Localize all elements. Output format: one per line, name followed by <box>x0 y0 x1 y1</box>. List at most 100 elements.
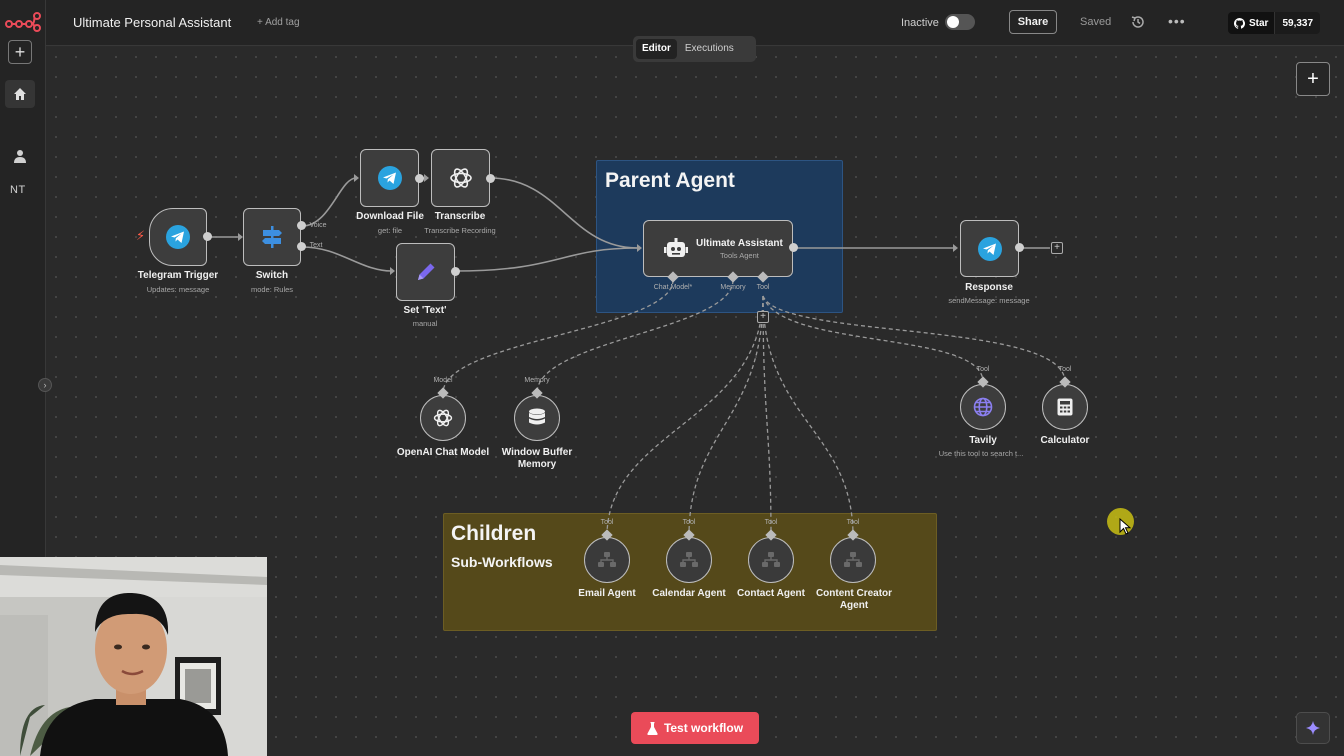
view-tabs: Editor Executions <box>633 36 756 62</box>
label-line: Content Creator <box>815 588 893 599</box>
expand-sidebar-chevron-icon[interactable]: › <box>38 378 52 392</box>
tab-editor[interactable]: Editor <box>636 39 677 59</box>
node-label: Ultimate Assistant <box>696 237 783 249</box>
port-label-memory: Memory <box>524 377 550 384</box>
telegram-icon <box>166 225 190 249</box>
workflow-title[interactable]: Ultimate Personal Assistant <box>73 15 232 30</box>
port-label-tool: Tool <box>976 366 990 373</box>
n8n-logo[interactable] <box>4 10 42 32</box>
switch-icon <box>262 226 282 248</box>
add-workflow-button[interactable]: + <box>8 40 32 64</box>
download-file-node[interactable] <box>360 149 419 207</box>
port-label-memory: Memory <box>720 284 746 291</box>
webcam-overlay <box>0 557 267 756</box>
telegram-trigger-node[interactable] <box>149 208 207 266</box>
switch-output-text: Text <box>309 242 323 249</box>
output-handle-voice[interactable] <box>297 221 306 230</box>
output-handle[interactable] <box>486 174 495 183</box>
history-icon[interactable] <box>1130 14 1146 30</box>
set-text-node[interactable] <box>396 243 455 301</box>
content-creator-agent-node[interactable] <box>830 537 876 583</box>
label-line: Memory <box>517 459 557 470</box>
port-label-chat-model: Chat Model* <box>653 284 693 291</box>
node-sublabel: get: file <box>377 226 403 235</box>
mouse-cursor-icon <box>1119 518 1131 535</box>
trigger-bolt-icon: ⚡ <box>136 228 146 243</box>
workflow-icon <box>680 552 698 567</box>
node-label: Set 'Text' <box>403 305 447 316</box>
switch-node[interactable] <box>243 208 301 266</box>
transcribe-node[interactable] <box>431 149 490 207</box>
node-label: Email Agent <box>578 588 636 599</box>
node-sublabel: sendMessage: message <box>948 296 1030 305</box>
sticky-subtitle-children: Sub-Workflows <box>451 554 553 570</box>
globe-icon <box>973 397 993 417</box>
workflow-icon <box>762 552 780 567</box>
node-label: OpenAI Chat Model <box>396 447 490 458</box>
window-buffer-memory-node[interactable] <box>514 395 560 441</box>
email-agent-node[interactable] <box>584 537 630 583</box>
saved-status: Saved <box>1080 16 1112 28</box>
output-handle-text[interactable] <box>297 242 306 251</box>
openai-chat-model-node[interactable] <box>420 395 466 441</box>
active-toggle[interactable] <box>945 14 975 30</box>
response-node[interactable] <box>960 220 1019 277</box>
user-initials[interactable]: NT <box>10 184 26 196</box>
calendar-agent-node[interactable] <box>666 537 712 583</box>
port-label-tool: Tool <box>764 519 778 526</box>
ultimate-assistant-node[interactable]: Ultimate Assistant Tools Agent <box>643 220 793 277</box>
output-handle[interactable] <box>789 243 798 252</box>
tab-executions[interactable]: Executions <box>684 43 734 54</box>
github-star-label: Star <box>1249 17 1269 29</box>
more-options-icon[interactable]: ••• <box>1168 13 1186 29</box>
test-workflow-button[interactable]: Test workflow <box>631 712 759 744</box>
telegram-icon <box>977 236 1002 261</box>
openai-icon <box>433 409 453 427</box>
node-label: Response <box>965 282 1013 293</box>
node-sublabel: Updates: message <box>146 285 210 294</box>
node-sublabel: Tools Agent <box>720 250 759 260</box>
robot-icon <box>664 237 688 257</box>
test-workflow-label: Test workflow <box>663 721 744 735</box>
github-star-button[interactable]: Star 59,337 <box>1228 12 1321 34</box>
add-next-node-plus-icon[interactable]: + <box>1051 242 1063 254</box>
node-label: Content Creator Agent <box>816 588 892 612</box>
port-label-tool: Tool <box>1058 366 1072 373</box>
node-label: Telegram Trigger <box>137 270 219 281</box>
node-sublabel: Transcribe Recording <box>424 226 496 235</box>
database-icon <box>529 408 545 425</box>
github-star-count: 59,337 <box>1274 12 1321 34</box>
calculator-node[interactable] <box>1042 384 1088 430</box>
node-sublabel: manual <box>412 319 438 328</box>
node-label: Calculator <box>1040 435 1090 446</box>
port-label-model: Model <box>433 377 453 384</box>
telegram-icon <box>377 166 402 190</box>
contact-agent-node[interactable] <box>748 537 794 583</box>
ai-assistant-sparkle-icon[interactable] <box>1296 712 1330 744</box>
node-label: Tavily <box>969 435 997 446</box>
output-handle[interactable] <box>451 267 460 276</box>
port-label-tool: Tool <box>756 284 770 291</box>
calculator-icon <box>1057 398 1073 416</box>
openai-icon <box>449 168 472 188</box>
user-icon[interactable] <box>8 144 32 168</box>
port-label-tool: Tool <box>600 519 614 526</box>
node-label: Switch <box>255 270 289 281</box>
node-label: Window Buffer Memory <box>502 447 572 471</box>
home-icon[interactable] <box>5 80 35 108</box>
github-icon <box>1234 17 1245 29</box>
output-handle[interactable] <box>415 174 424 183</box>
add-tag-link[interactable]: + Add tag <box>257 17 300 28</box>
output-handle[interactable] <box>1015 243 1024 252</box>
node-label: Transcribe <box>434 211 486 222</box>
output-handle[interactable] <box>203 232 212 241</box>
share-button[interactable]: Share <box>1009 10 1057 34</box>
node-label: Calendar Agent <box>652 588 726 599</box>
sticky-title-parent: Parent Agent <box>605 169 735 192</box>
pencil-icon <box>417 263 434 280</box>
tavily-node[interactable] <box>960 384 1006 430</box>
port-label-tool: Tool <box>846 519 860 526</box>
add-tool-plus-icon[interactable]: + <box>757 311 769 323</box>
add-node-button[interactable]: + <box>1296 62 1330 96</box>
workflow-icon <box>844 552 862 567</box>
